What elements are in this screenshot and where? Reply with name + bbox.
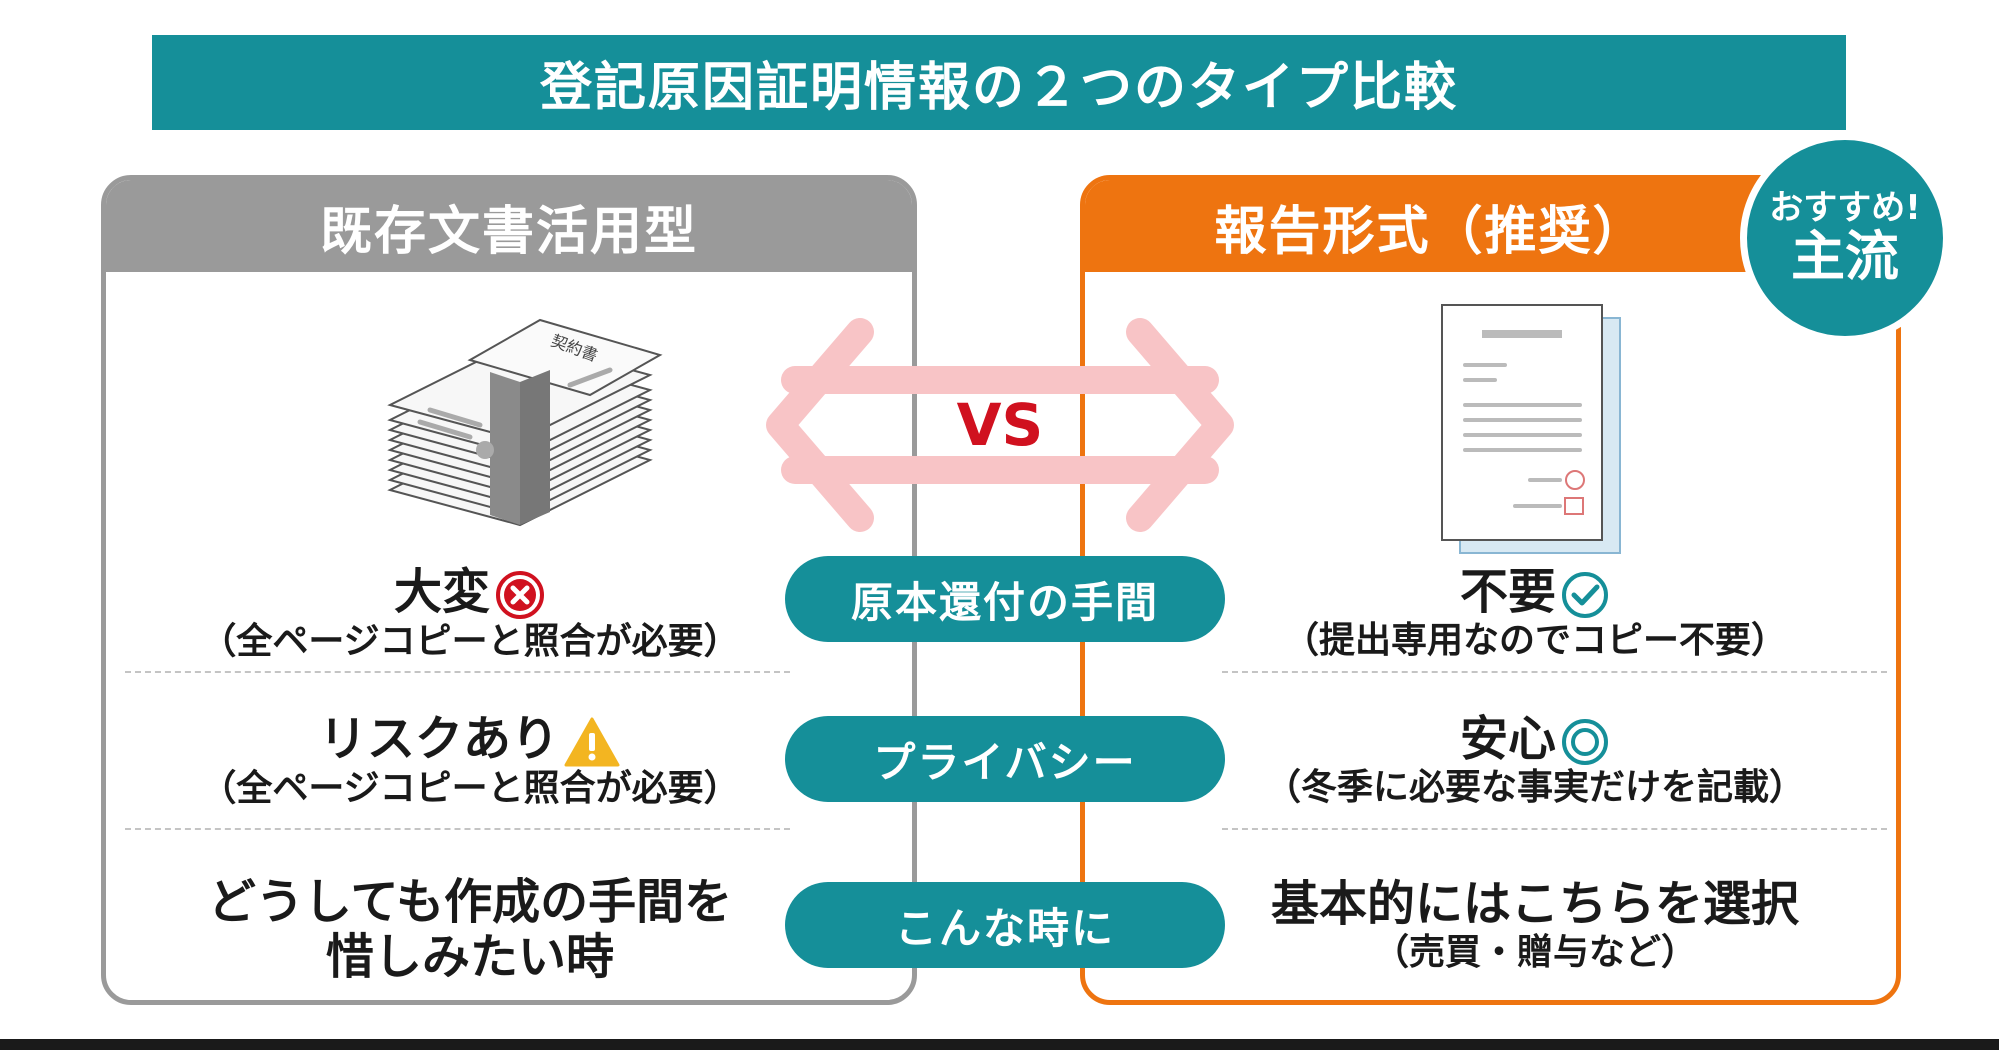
label-original-return-effort: 原本還付の手間 bbox=[785, 556, 1225, 642]
existing-document-panel: 既存文書活用型 bbox=[101, 175, 917, 1005]
vs-label: VS bbox=[957, 391, 1044, 459]
right-row1-main: 不要 bbox=[1459, 564, 1556, 620]
right-divider-1 bbox=[1222, 671, 1887, 673]
report-document-icon bbox=[1441, 304, 1621, 554]
document-stack-icon: 契約書 bbox=[387, 318, 663, 527]
left-row2-main-line: リスクあり bbox=[150, 711, 790, 768]
left-row3-line1: どうしても作成の手間を bbox=[207, 874, 733, 930]
left-row2-cell: リスクあり （全ページコピーと照合が必要） bbox=[150, 711, 790, 809]
bottom-edge-bar bbox=[0, 1039, 1999, 1050]
warning-triangle-icon bbox=[564, 717, 620, 767]
right-row3-sub: （売買・贈与など） bbox=[1372, 932, 1697, 974]
left-row1-cell: 大変 （全ページコピーと照合が必要） bbox=[150, 564, 790, 662]
existing-document-header: 既存文書活用型 bbox=[106, 180, 912, 272]
label-privacy: プライバシー bbox=[785, 716, 1225, 802]
right-row3-cell: 基本的にはこちらを選択 （売買・贈与など） bbox=[1215, 876, 1855, 974]
left-row3-cell: どうしても作成の手間を 惜しみたい時 bbox=[150, 874, 790, 986]
check-circle-icon bbox=[1562, 572, 1608, 618]
right-row3-main: 基本的にはこちらを選択 bbox=[1270, 876, 1799, 932]
cross-circle-icon bbox=[496, 571, 544, 619]
right-row2-main-line: 安心 bbox=[1215, 711, 1855, 767]
badge-line-mainstream: 主流 bbox=[1791, 225, 1899, 288]
left-row1-main: 大変 bbox=[393, 564, 490, 620]
right-row2-cell: 安心 （冬季に必要な事実だけを記載） bbox=[1215, 711, 1855, 809]
right-row2-sub: （冬季に必要な事実だけを記載） bbox=[1264, 767, 1805, 809]
left-row2-main: リスクあり bbox=[318, 711, 559, 767]
left-row1-sub: （全ページコピーと照合が必要） bbox=[200, 621, 740, 662]
right-row1-sub: （提出専用なのでコピー不要） bbox=[1282, 620, 1787, 662]
vs-double-arrow: VS bbox=[766, 318, 1234, 532]
page-title: 登記原因証明情報の２つのタイプ比較 bbox=[152, 35, 1846, 130]
recommended-badge: おすすめ! 主流 bbox=[1740, 133, 1950, 343]
left-row3-line2: 惜しみたい時 bbox=[325, 929, 614, 986]
badge-line-recommend: おすすめ! bbox=[1769, 187, 1921, 228]
right-divider-2 bbox=[1222, 828, 1887, 830]
left-row2-sub: （全ページコピーと照合が必要） bbox=[200, 768, 740, 809]
left-divider-2 bbox=[125, 828, 790, 830]
right-row1-main-line: 不要 bbox=[1215, 564, 1855, 620]
left-row1-main-line: 大変 bbox=[150, 564, 790, 621]
right-row2-main: 安心 bbox=[1459, 711, 1556, 767]
left-divider-1 bbox=[125, 671, 790, 673]
double-circle-icon bbox=[1562, 719, 1608, 765]
label-when-to-use: こんな時に bbox=[785, 882, 1225, 968]
right-row1-cell: 不要 （提出専用なのでコピー不要） bbox=[1215, 564, 1855, 662]
